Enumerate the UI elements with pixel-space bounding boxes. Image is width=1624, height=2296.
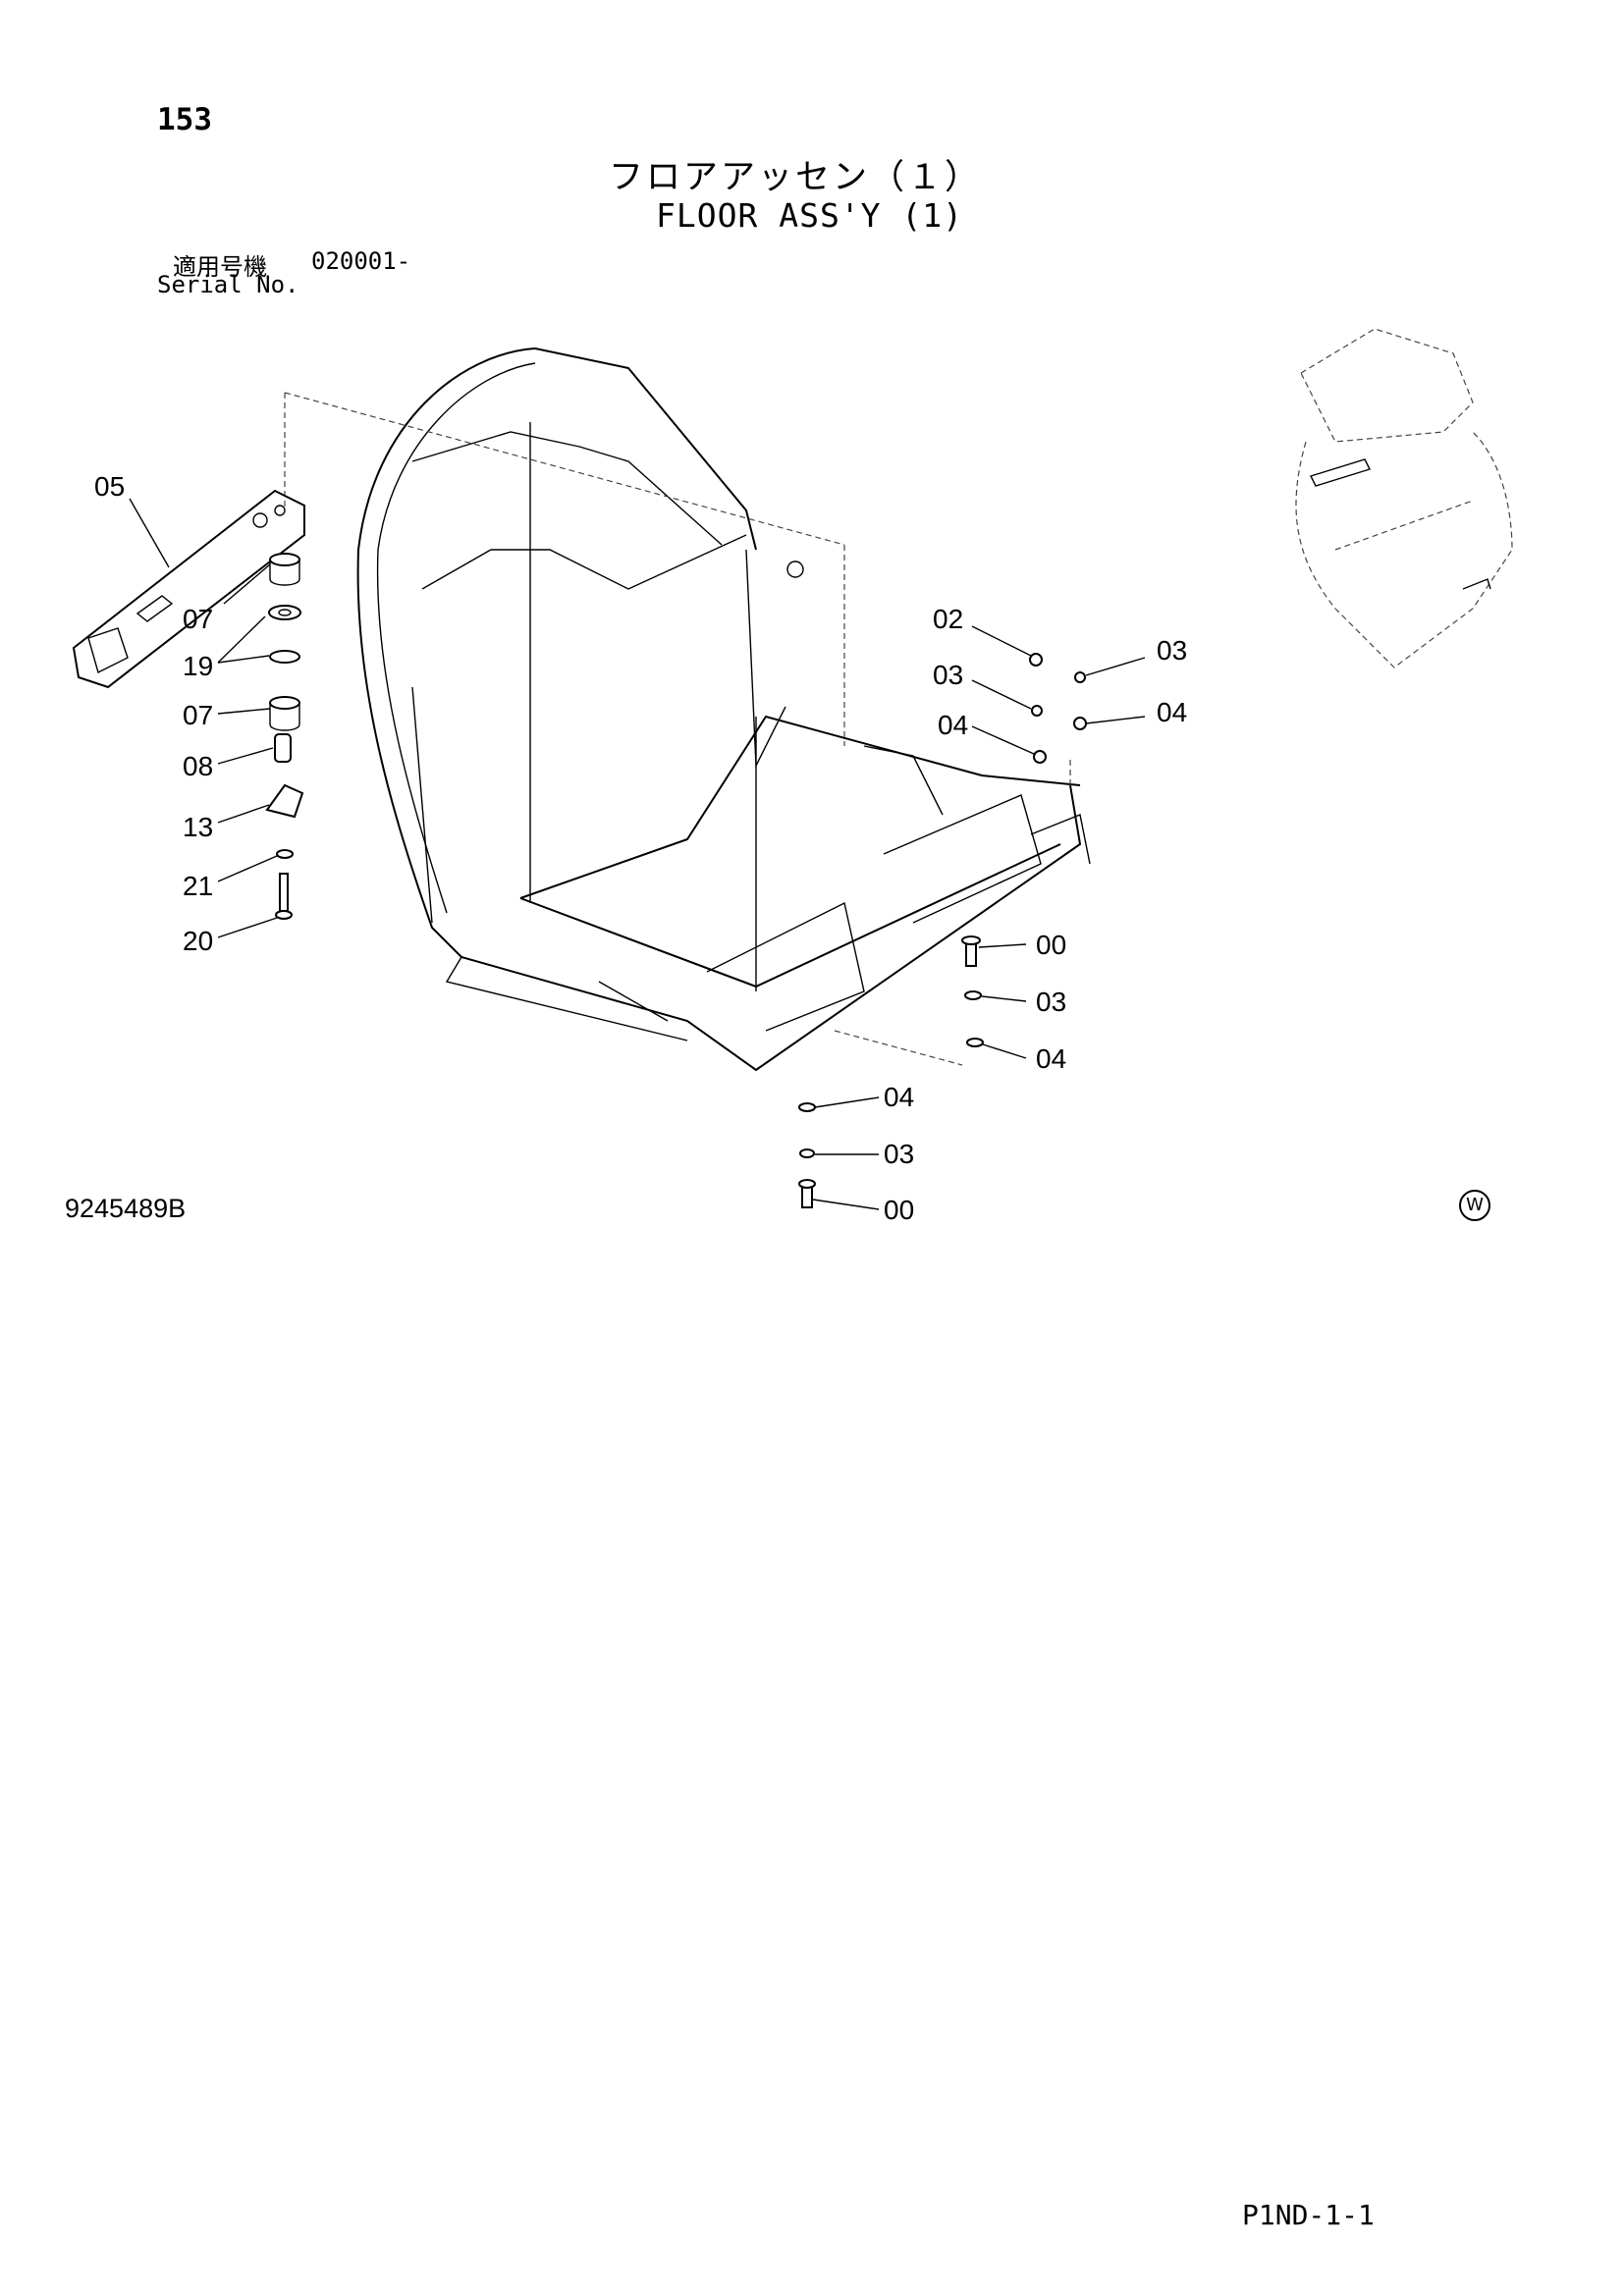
callout-08: 08 (183, 751, 213, 781)
callout-labels: 05 07 19 07 08 13 21 20 02 03 03 04 04 0… (94, 471, 1187, 1225)
location-inset-drawing (1295, 328, 1513, 668)
callout-05: 05 (94, 471, 125, 502)
floor-frame-drawing (284, 347, 1091, 1072)
callout-04-lower: 04 (884, 1082, 914, 1112)
callout-03-right-upper: 03 (1157, 635, 1187, 666)
callout-13: 13 (183, 812, 213, 842)
page-number: 153 (157, 102, 212, 137)
callout-03-middle: 03 (1036, 987, 1066, 1017)
drawing-number: 9245489B (65, 1194, 187, 1223)
callout-21: 21 (183, 871, 213, 901)
mount-bracket-drawing (72, 489, 305, 689)
callout-00-middle: 00 (1036, 930, 1066, 960)
callout-04-left-upper: 04 (938, 710, 968, 740)
serial-number-value: 020001- (311, 247, 411, 275)
callout-04-right-upper: 04 (1157, 697, 1187, 727)
callout-07-upper: 07 (183, 604, 213, 634)
leader-lines (129, 498, 1146, 1210)
callout-03-lower: 03 (884, 1139, 914, 1169)
callout-19: 19 (183, 651, 213, 681)
callout-02: 02 (933, 604, 963, 634)
page-code: P1ND-1-1 (1242, 2199, 1375, 2231)
serial-label-japanese: 適用号機 (173, 253, 267, 281)
serial-label-english: Serial No. (157, 271, 299, 298)
callout-04-middle: 04 (1036, 1043, 1066, 1074)
callout-20: 20 (183, 926, 213, 956)
title-japanese: フロアアッセン（１） (609, 158, 983, 197)
left-hardware-stack (265, 553, 304, 920)
callout-00-lower: 00 (884, 1195, 914, 1225)
right-hardware-parts (798, 653, 1087, 1208)
callout-03-left-upper: 03 (933, 660, 963, 690)
title-english: FLOOR ASS'Y (1) (656, 196, 964, 235)
callout-07-lower: 07 (183, 700, 213, 730)
w-circle-mark: W (1459, 1190, 1490, 1221)
floor-assembly-diagram: 05 07 19 07 08 13 21 20 02 03 03 04 04 0… (72, 328, 1513, 1225)
